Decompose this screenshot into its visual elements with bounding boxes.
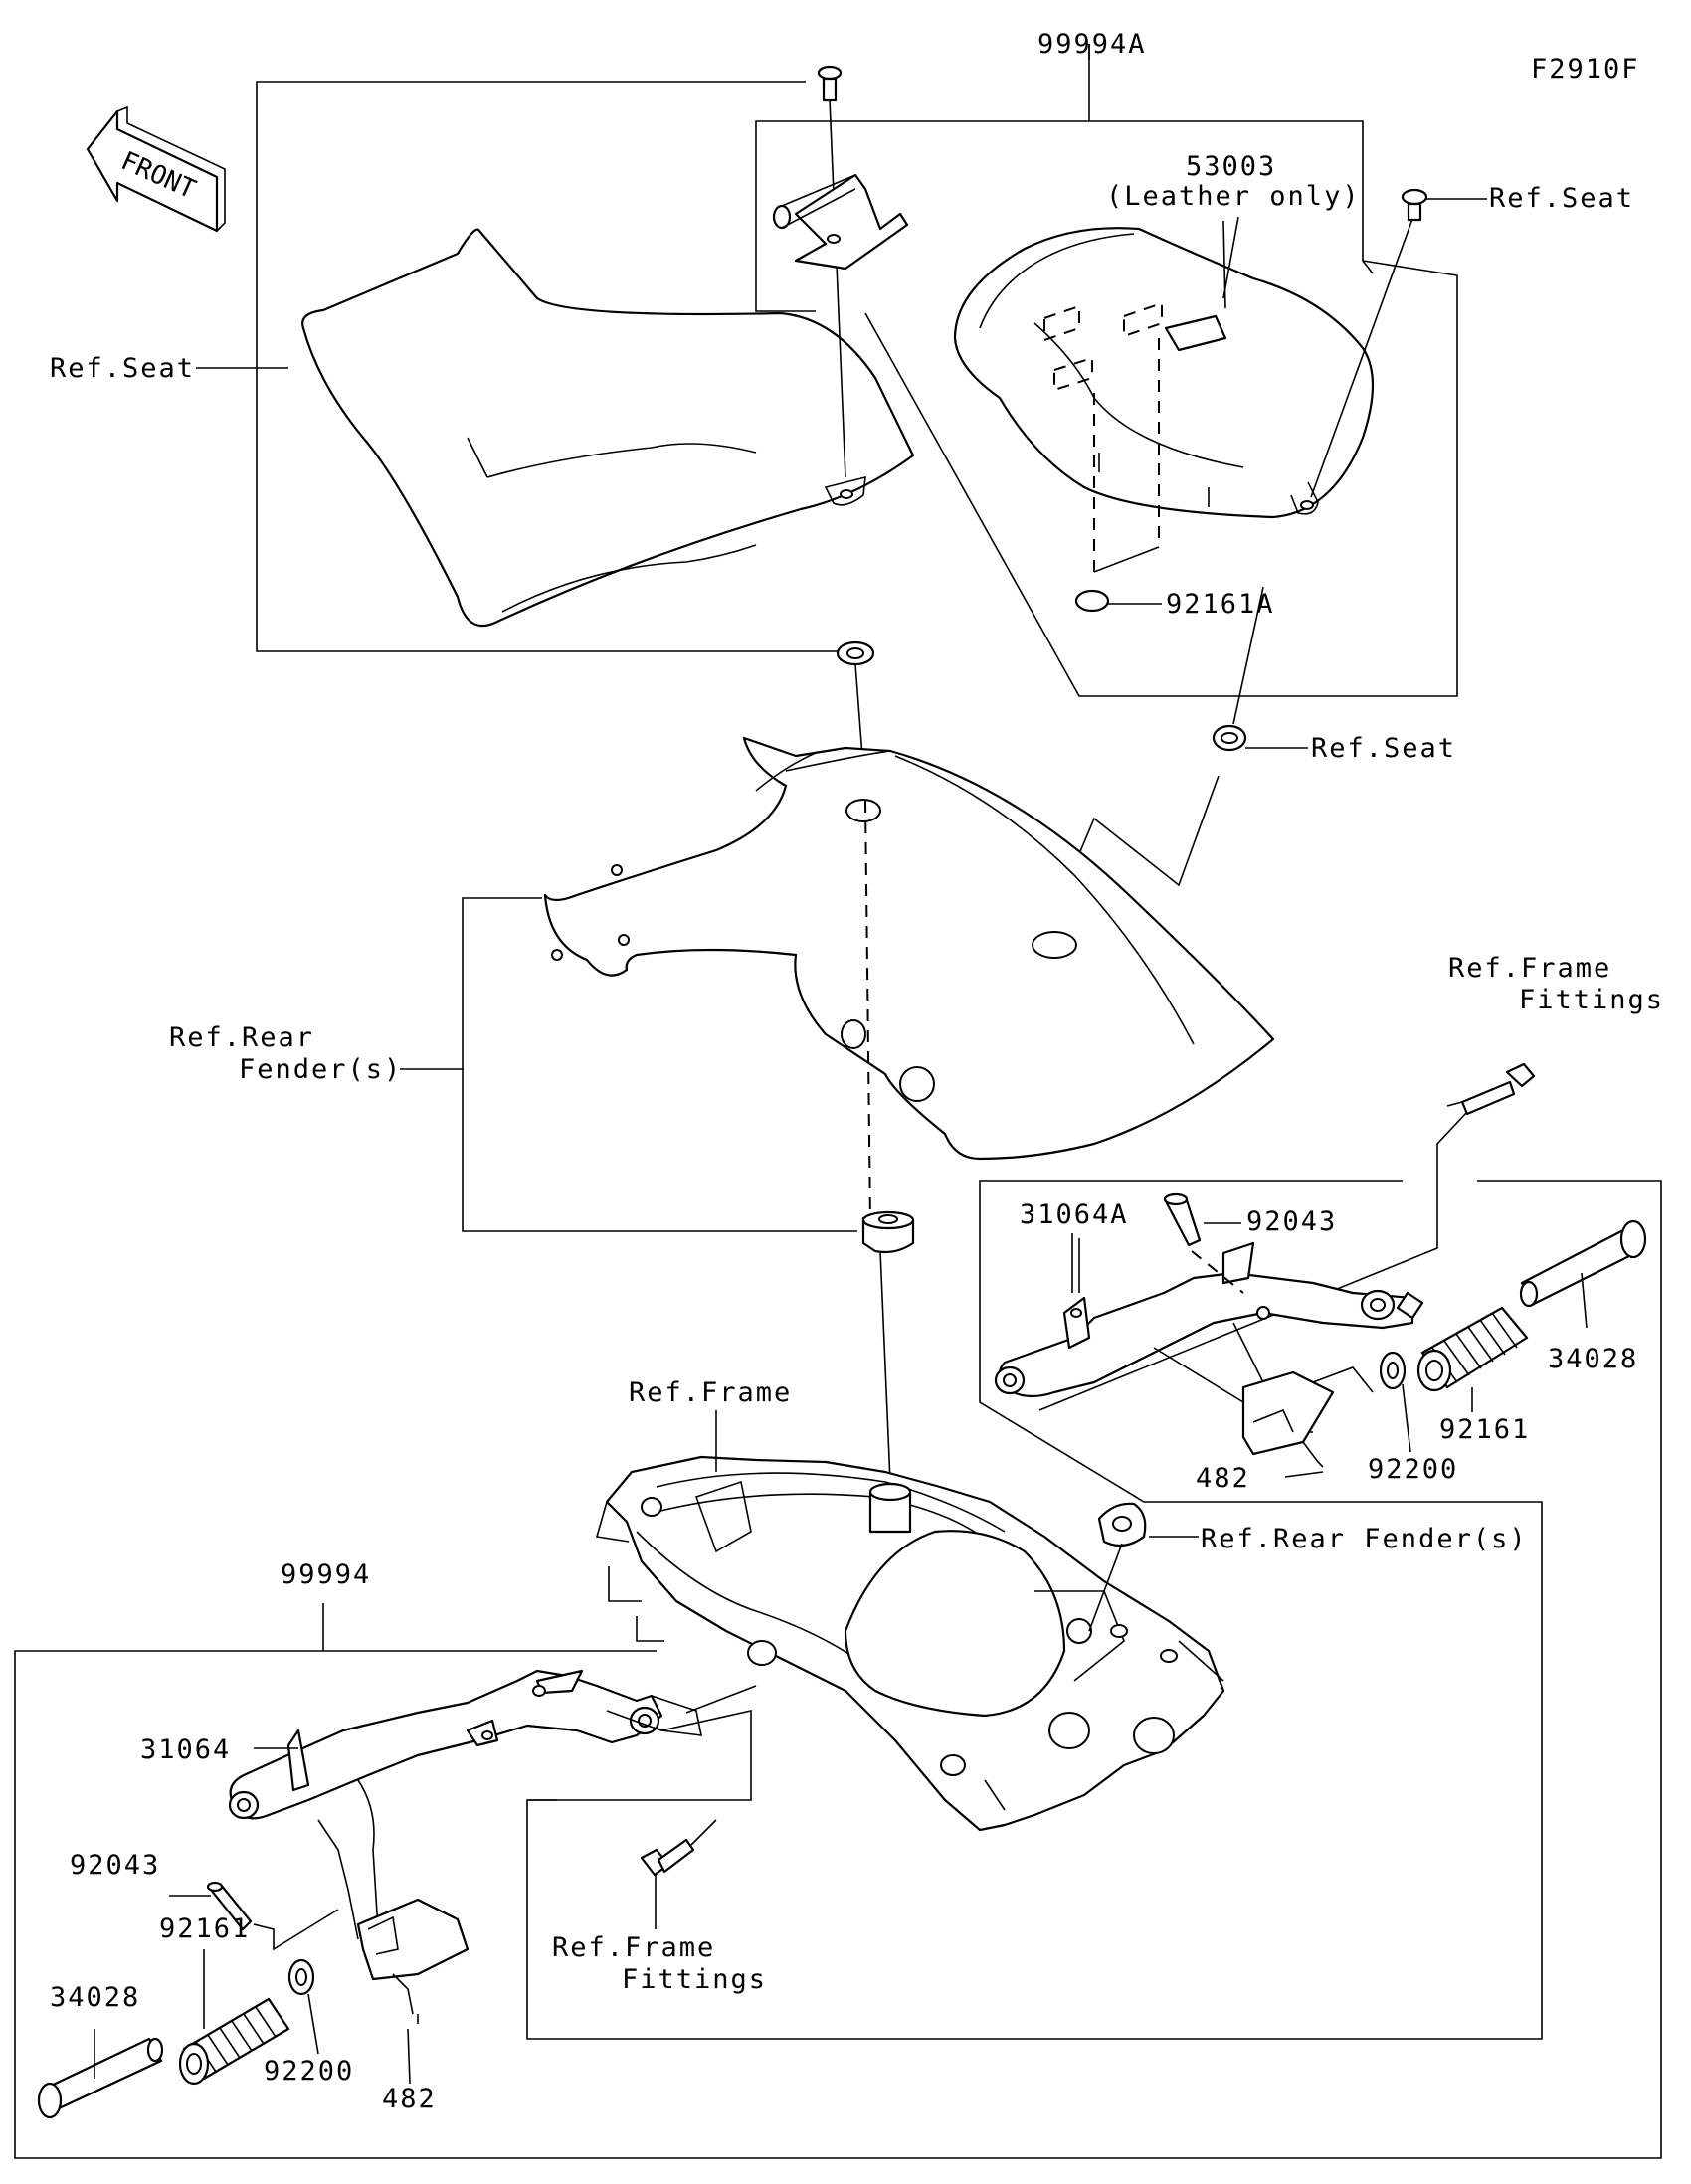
label-99994: 99994 [281,1559,372,1590]
pin-92043-left [169,1881,253,1931]
label-34028-left: 34028 [50,1982,141,2013]
label-ref-frame-fittings-right-1: Ref.Frame [1448,953,1612,984]
label-482-left: 482 [382,2084,437,2114]
label-92043-right: 92043 [1246,1206,1338,1237]
label-ref-seat-left: Ref.Seat [50,353,196,384]
diagram-code: F2910F [1531,54,1640,85]
leather-tabs [1043,301,1227,573]
label-ref-seat-mid: Ref.Seat [1311,733,1457,764]
label-ref-frame: Ref.Frame [629,1377,793,1408]
left-footpeg-bracket [228,1669,703,1981]
label-ref-frame-fittings-bottom-2: Fittings [622,1964,768,1995]
rear-frame [595,1455,1225,1832]
rear-seat [953,227,1375,519]
pin-92043-right [1163,1192,1244,1294]
label-92043-left: 92043 [70,1850,161,1881]
label-ref-frame-fittings-bottom-1: Ref.Frame [552,1932,716,1963]
right-footpeg-box [14,1180,1662,2159]
label-92200-right: 92200 [1368,1454,1459,1485]
clip-482-right [1302,1441,1324,1468]
label-31064a: 31064A [1020,1199,1129,1230]
label-ref-rear-fender-left-2: Fender(s) [239,1054,403,1085]
label-ref-seat-top-right: Ref.Seat [1489,183,1635,214]
label-99994a: 99994A [1037,29,1147,60]
front-seat [301,228,915,628]
label-92200-left: 92200 [264,2056,355,2087]
peg-34028-right [1519,1219,1647,1329]
frame-bolt-right [1038,1062,1536,1411]
rubber-92161-left [178,1949,290,2086]
label-ref-frame-fittings-right-2: Fittings [1519,985,1665,1015]
label-34028-right: 34028 [1548,1344,1639,1374]
grommet-92161a [1074,589,1162,613]
label-92161a: 92161A [1166,589,1275,620]
front-seat-box [196,81,855,652]
frame-grommet [1088,1502,1199,1632]
label-92161-right: 92161 [1439,1414,1531,1445]
rubber-92161-right [1416,1306,1529,1412]
label-ref-rear-fender-right: Ref.Rear Fender(s) [1201,1524,1528,1554]
fender-mount-rubber [861,1210,915,1254]
label-53003-note: (Leather only) [1106,181,1361,212]
frame-bolt-bottom [640,1819,717,1929]
seat-bracket [772,173,909,271]
seat-bolt-right [1310,188,1487,498]
label-92161-left: 92161 [159,1913,251,1944]
peg-34028-left [37,2029,164,2119]
label-ref-rear-fender-left-1: Ref.Rear [169,1022,315,1053]
rear-fender [543,736,1275,1161]
label-482-right: 482 [1196,1463,1250,1494]
label-53003: 53003 [1186,151,1277,182]
label-31064-left: 31064 [140,1734,232,1765]
